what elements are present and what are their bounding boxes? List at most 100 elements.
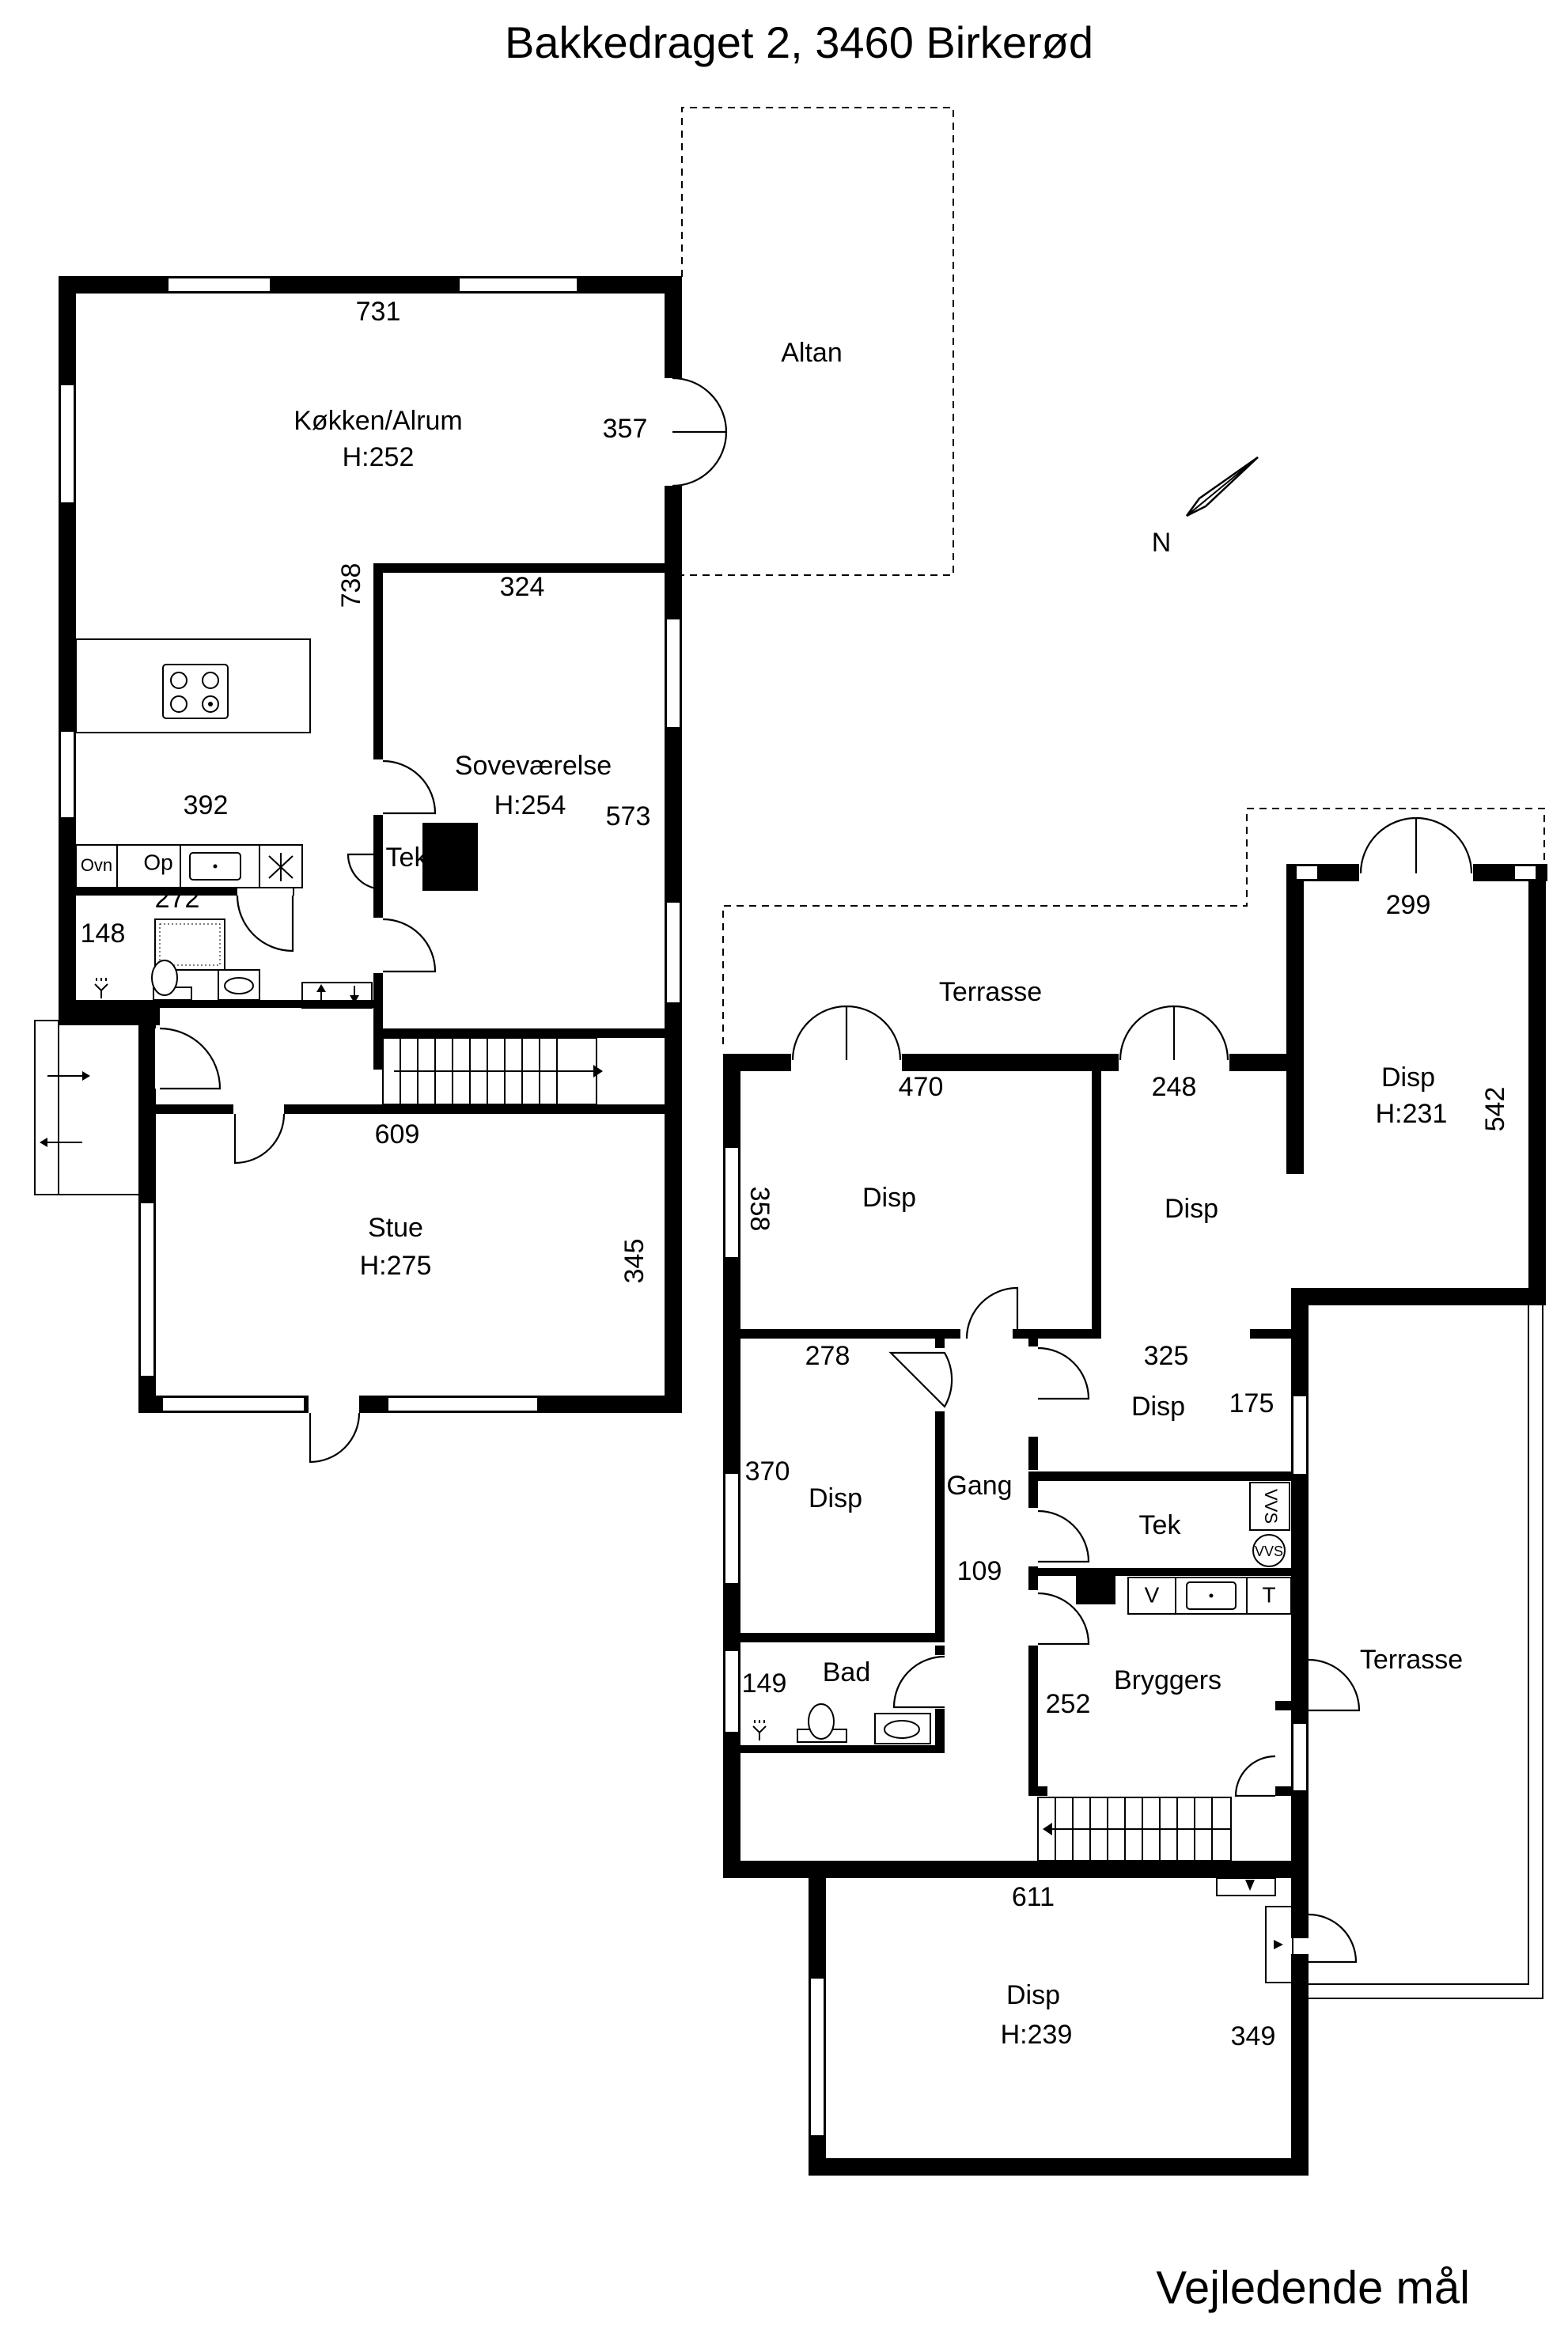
wall-interior <box>1028 1471 1291 1481</box>
room-disp-a: Disp <box>862 1183 916 1213</box>
bedroom-door-2[interactable] <box>382 918 437 973</box>
window <box>167 277 271 293</box>
wall-interior <box>1028 1471 1038 1508</box>
washbasin-icon <box>874 1713 931 1744</box>
dimension: 278 <box>805 1341 850 1371</box>
dimension: 272 <box>155 884 200 914</box>
room-stue: Stue <box>368 1213 423 1243</box>
room-terrasse-side: Terrasse <box>1360 1645 1463 1675</box>
footer-note: Vejledende mål <box>1156 2262 1470 2313</box>
floor-drain-icon <box>94 978 108 998</box>
dimension: 345 <box>619 1239 650 1284</box>
stue-door[interactable] <box>233 1113 286 1165</box>
wall-lower-bottom <box>723 1861 1309 1878</box>
balcony-outline <box>676 107 954 576</box>
wall-interior <box>935 1339 945 1348</box>
wall-lower-right <box>1291 1288 1309 1938</box>
dimension: 392 <box>184 790 229 820</box>
wall-interior <box>1028 1786 1047 1796</box>
dimension: 148 <box>81 918 126 949</box>
bath-door[interactable] <box>236 895 294 953</box>
disp-f-door[interactable] <box>1308 1913 1358 1964</box>
bryggers-door[interactable] <box>1037 1592 1090 1646</box>
wall-stue-top <box>138 1104 682 1114</box>
wall-interior <box>1028 1646 1038 1796</box>
room-kokken: Køkken/Alrum <box>294 406 463 436</box>
room-tek-lower: Tek <box>1139 1510 1182 1540</box>
window <box>724 1146 740 1259</box>
toilet-icon <box>151 960 192 1001</box>
window <box>665 901 681 1004</box>
entrance-door[interactable] <box>309 1412 361 1464</box>
staircase-upper <box>382 1037 603 1105</box>
window <box>1292 1395 1308 1475</box>
vvs-label-2: VVS <box>1255 1543 1283 1559</box>
dimension: 358 <box>744 1187 775 1232</box>
floor-drain-icon <box>752 1720 767 1740</box>
dimension: 357 <box>603 414 648 444</box>
dimension: 542 <box>1480 1087 1510 1132</box>
wall-interior <box>935 1411 945 1633</box>
disp-e-door[interactable] <box>1037 1346 1090 1400</box>
wall-stair-top <box>373 1028 682 1038</box>
dimension: 370 <box>745 1456 790 1487</box>
disp-d-door[interactable] <box>888 1351 953 1408</box>
dishwasher-label: Op <box>143 850 172 874</box>
room-tek-upper: Tek <box>386 843 429 873</box>
dimension: 573 <box>606 801 651 831</box>
window <box>59 730 75 819</box>
washbasin-icon <box>218 969 260 1001</box>
wall-right <box>665 276 682 1411</box>
wall-bedroom-left <box>373 563 383 1070</box>
entrance-steps <box>34 1020 140 1195</box>
dimension: 325 <box>1144 1341 1189 1371</box>
window <box>458 277 578 293</box>
dimension: 252 <box>1046 1689 1091 1719</box>
upper-floor: Ovn Op <box>34 107 954 1464</box>
wall-interior <box>740 1329 960 1339</box>
dimension: 349 <box>1231 2021 1276 2051</box>
wall-interior <box>1250 1329 1291 1339</box>
wall-interior <box>740 1745 945 1753</box>
terrace-outline <box>722 808 1545 1044</box>
room-disp-f: Disp <box>1006 1980 1060 2010</box>
oven-label: Ovn <box>81 855 112 875</box>
room-disp-c: Disp <box>1381 1062 1435 1093</box>
dimension: 738 <box>336 563 366 608</box>
room-bad: Bad <box>823 1657 871 1687</box>
dimension: 324 <box>500 572 545 602</box>
terrace-door-2[interactable] <box>1119 1005 1229 1061</box>
wall-disp-c-left <box>1286 864 1304 1174</box>
disp-c-door[interactable] <box>1359 816 1473 874</box>
window <box>1295 865 1319 881</box>
wall-disp-c-right <box>1528 864 1546 1296</box>
bedroom-door[interactable] <box>382 759 437 815</box>
room-disp-b: Disp <box>1165 1194 1218 1224</box>
dimension: 248 <box>1152 1072 1197 1102</box>
balcony-door[interactable] <box>672 377 728 487</box>
wall-disp-f-bottom <box>809 2158 1309 2176</box>
wall-interior <box>1275 1701 1291 1710</box>
hall-door[interactable] <box>159 1027 222 1090</box>
bad-door[interactable] <box>892 1655 945 1709</box>
dimension: 609 <box>375 1119 420 1149</box>
side-terrace-door[interactable] <box>1308 1658 1361 1712</box>
terrace-door[interactable] <box>791 1005 902 1061</box>
gang-door-top[interactable] <box>965 1286 1019 1339</box>
room-altan: Altan <box>781 338 843 368</box>
wall-bath-top <box>76 888 294 896</box>
room-stue-height: H:275 <box>360 1251 432 1281</box>
tek-door[interactable] <box>347 853 384 891</box>
fridge-icon <box>268 853 294 881</box>
wall-bedroom-top <box>373 563 682 573</box>
tek-lower-door[interactable] <box>1037 1509 1090 1563</box>
window <box>139 1202 155 1377</box>
wall-interior <box>935 1709 945 1753</box>
dimension: 149 <box>742 1668 787 1699</box>
window <box>809 1977 825 2137</box>
vvs-box <box>1249 1482 1290 1531</box>
dimension: 611 <box>1012 1882 1055 1912</box>
back-door[interactable] <box>1234 1755 1276 1797</box>
washer-label: V <box>1145 1582 1160 1607</box>
